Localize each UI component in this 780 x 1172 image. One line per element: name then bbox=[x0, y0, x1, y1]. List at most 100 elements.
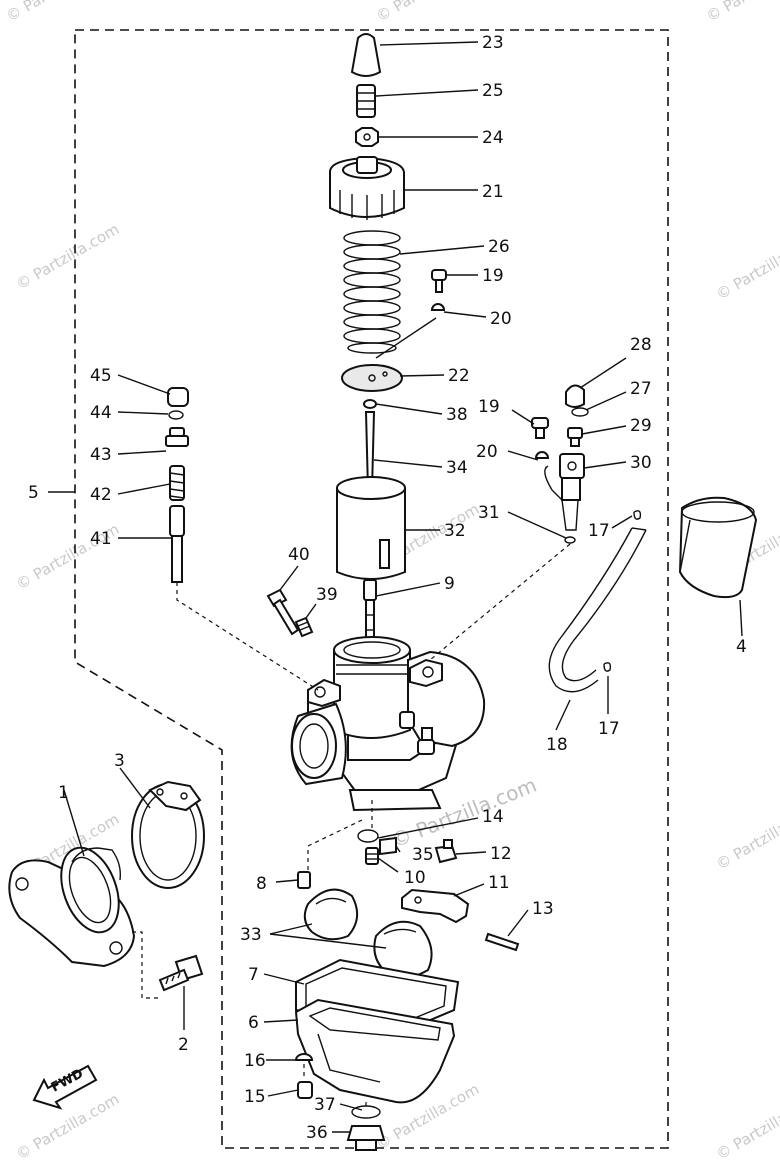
part-1-intake-joint bbox=[8, 846, 136, 968]
callout-2: 2 bbox=[178, 1035, 189, 1055]
part-2-bolt bbox=[158, 954, 204, 992]
part-3-clamp bbox=[131, 780, 205, 889]
callout-29: 29 bbox=[630, 416, 652, 436]
callout-15: 15 bbox=[244, 1087, 266, 1107]
callout-45: 45 bbox=[90, 366, 112, 386]
part-15-screw bbox=[297, 1081, 313, 1099]
part-26-spring bbox=[343, 230, 401, 354]
callout-11: 11 bbox=[488, 873, 510, 893]
part-17-clip-bottom bbox=[603, 662, 612, 672]
part-36-drain-plug bbox=[346, 1125, 386, 1151]
callout-12: 12 bbox=[490, 844, 512, 864]
callout-1: 1 bbox=[58, 783, 69, 803]
watermark: © Partzilla.com bbox=[13, 220, 122, 293]
part-29-plug bbox=[567, 427, 583, 447]
callout-35: 35 bbox=[412, 845, 434, 865]
callout-22: 22 bbox=[448, 366, 470, 386]
callout-43: 43 bbox=[90, 445, 112, 465]
part-32-slide bbox=[336, 476, 406, 580]
callout-31: 31 bbox=[478, 503, 500, 523]
fwd-arrow-icon: FWD bbox=[32, 1064, 98, 1110]
callout-17-bottom: 17 bbox=[598, 719, 620, 739]
part-8-jet bbox=[297, 871, 311, 889]
callout-39: 39 bbox=[316, 585, 338, 605]
watermark: © Partzilla.com bbox=[713, 230, 780, 303]
callout-24: 24 bbox=[482, 128, 504, 148]
part-11-plate bbox=[401, 888, 470, 924]
callout-38: 38 bbox=[446, 405, 468, 425]
part-12-screw bbox=[434, 839, 458, 864]
watermark: © Partzilla.com bbox=[713, 1090, 780, 1163]
callout-7: 7 bbox=[248, 965, 259, 985]
callout-16: 16 bbox=[244, 1051, 266, 1071]
callout-27: 27 bbox=[630, 379, 652, 399]
callout-37: 37 bbox=[314, 1095, 336, 1115]
part-18-hose bbox=[548, 527, 647, 693]
callout-9: 9 bbox=[444, 574, 455, 594]
callout-21: 21 bbox=[482, 182, 504, 202]
part-19-screw bbox=[431, 269, 447, 293]
callout-26: 26 bbox=[488, 237, 510, 257]
watermark: © Partzilla.com bbox=[3, 0, 112, 25]
callout-44: 44 bbox=[90, 403, 112, 423]
part-21-top-cap bbox=[329, 156, 405, 220]
part-33-float-right bbox=[373, 920, 433, 979]
callout-4: 4 bbox=[736, 637, 747, 657]
leader-lines bbox=[48, 41, 743, 1133]
watermark: © Partzilla.com bbox=[13, 1090, 122, 1163]
part-20-washer-right bbox=[534, 451, 550, 459]
callout-34: 34 bbox=[446, 458, 468, 478]
callout-5: 5 bbox=[28, 483, 39, 503]
part-43-plug bbox=[165, 427, 189, 447]
part-42-spring bbox=[169, 465, 185, 501]
callout-18: 18 bbox=[546, 735, 568, 755]
callout-10: 10 bbox=[404, 868, 426, 888]
callout-28: 28 bbox=[630, 335, 652, 355]
callout-40: 40 bbox=[288, 545, 310, 565]
callout-36: 36 bbox=[306, 1123, 328, 1143]
part-13-pin bbox=[484, 932, 520, 952]
part-44-oring bbox=[168, 410, 184, 420]
part-19-screw-right bbox=[531, 417, 549, 439]
callout-33: 33 bbox=[240, 925, 262, 945]
part-39-screw bbox=[294, 616, 314, 638]
callout-23: 23 bbox=[482, 33, 504, 53]
callout-20: 20 bbox=[490, 309, 512, 329]
callout-labels: 23 25 24 21 26 19 20 22 38 34 32 9 45 44… bbox=[28, 33, 747, 1143]
callout-19: 19 bbox=[482, 266, 504, 286]
part-38-clip bbox=[363, 399, 377, 409]
callout-42: 42 bbox=[90, 485, 112, 505]
reference-lines bbox=[132, 543, 571, 1108]
watermark: © Partzilla.com bbox=[703, 0, 780, 25]
part-40-bolt bbox=[266, 588, 300, 636]
part-20-washer bbox=[430, 303, 446, 311]
watermark: © Partzilla.com bbox=[713, 800, 780, 873]
assembly-boundary bbox=[74, 29, 669, 1149]
callout-14: 14 bbox=[482, 807, 504, 827]
part-27-oring bbox=[571, 407, 589, 417]
watermark: © Partzilla.com bbox=[373, 0, 482, 25]
part-45-cap bbox=[167, 387, 189, 407]
callout-30: 30 bbox=[630, 453, 652, 473]
callout-32: 32 bbox=[444, 521, 466, 541]
callout-25: 25 bbox=[482, 81, 504, 101]
callout-17-top: 17 bbox=[588, 521, 610, 541]
callout-3: 3 bbox=[114, 751, 125, 771]
callout-13: 13 bbox=[532, 899, 554, 919]
part-14-washer bbox=[357, 829, 379, 843]
callout-41: 41 bbox=[90, 529, 112, 549]
part-31-oring bbox=[564, 536, 576, 544]
part-41-pilot-screw bbox=[169, 505, 185, 583]
part-23-cap bbox=[350, 33, 382, 77]
part-10-main-jet bbox=[365, 847, 379, 865]
callout-6: 6 bbox=[248, 1013, 259, 1033]
callout-20-right: 20 bbox=[476, 442, 498, 462]
part-28-cap bbox=[565, 384, 585, 408]
part-24-nut bbox=[355, 127, 379, 147]
part-4-band bbox=[678, 496, 758, 599]
callout-8: 8 bbox=[256, 874, 267, 894]
part-30-starter-plunger bbox=[544, 453, 585, 531]
part-17-clip-top bbox=[633, 510, 642, 520]
callout-19-right: 19 bbox=[478, 397, 500, 417]
